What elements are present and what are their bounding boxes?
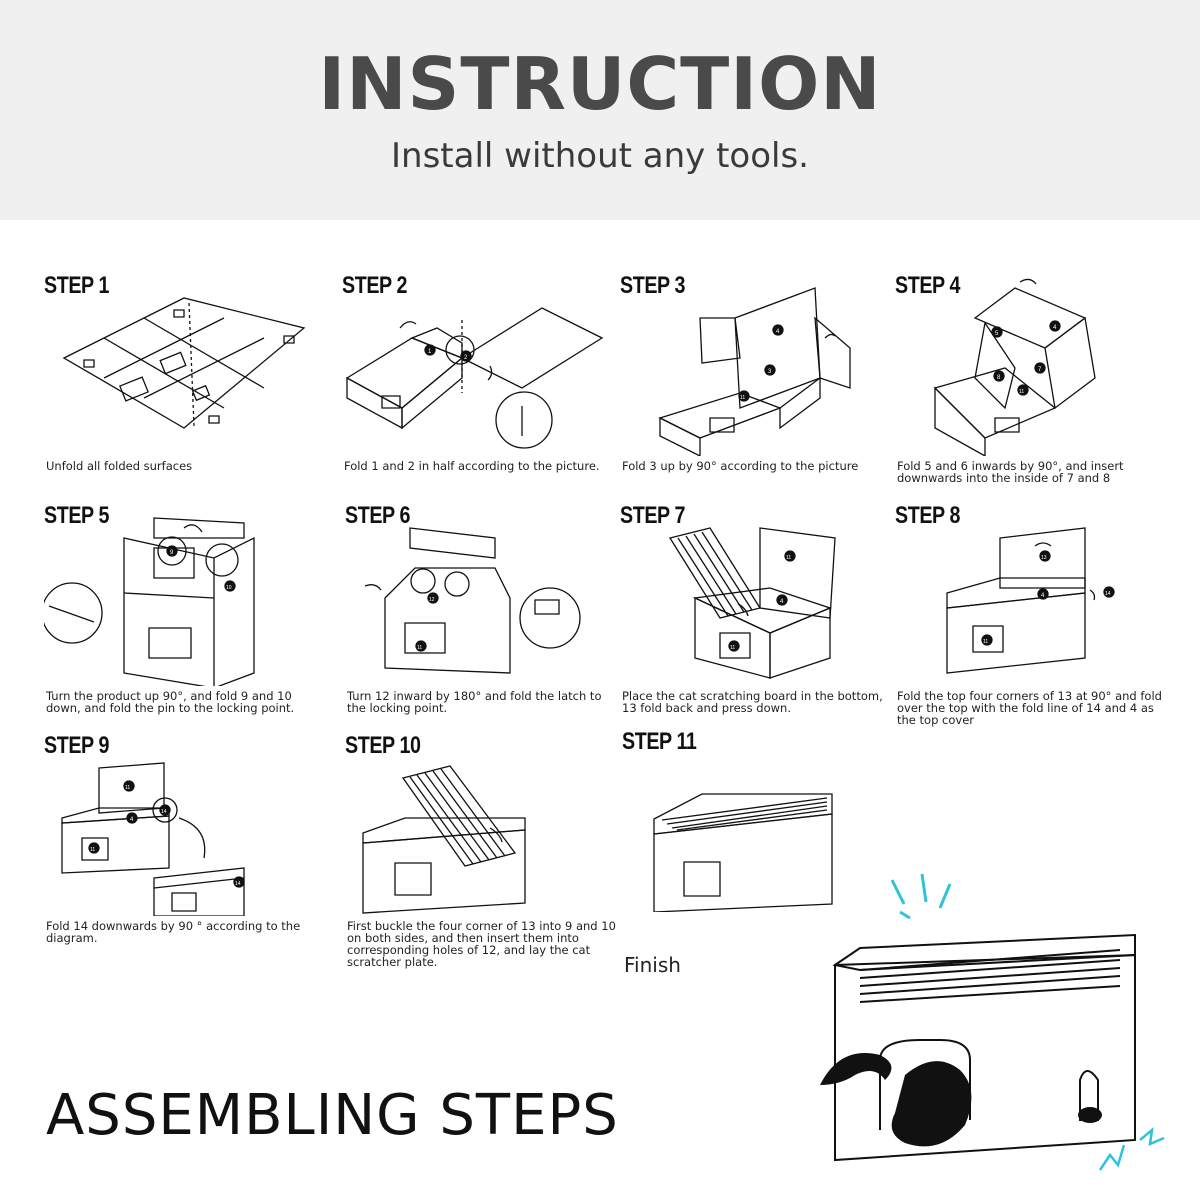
svg-text:4: 4 (780, 599, 784, 605)
fold-3-diagram: 4 3 11 (620, 278, 910, 456)
step-label: STEP 2 (342, 272, 407, 299)
svg-text:14: 14 (235, 881, 241, 887)
step-9: STEP 9 11 4 14 14 11 Fold 14 downwards b… (44, 732, 334, 958)
svg-text:11: 11 (786, 555, 791, 561)
step-caption: Fold 1 and 2 in half according to the pi… (344, 459, 600, 473)
step-2: STEP 2 1 2 Fold 1 and 2 in half accordin… (342, 272, 632, 498)
svg-text:4: 4 (1041, 593, 1045, 599)
svg-text:9: 9 (170, 550, 174, 556)
step-label: STEP 4 (895, 272, 960, 299)
fold-5-6-diagram: 5 4 7 8 11 (895, 278, 1185, 456)
svg-text:4: 4 (776, 329, 780, 335)
step-caption: Fold 5 and 6 inwards by 90°, and insert … (897, 459, 1124, 485)
step-caption: Turn 12 inward by 180° and fold the latc… (347, 689, 602, 715)
svg-text:11: 11 (1019, 389, 1024, 395)
turn-up-diagram: 9 10 (44, 508, 334, 686)
step-label: STEP 11 (622, 728, 697, 755)
svg-text:11: 11 (417, 645, 422, 651)
step-caption: Fold the top four corners of 13 at 90° a… (897, 689, 1162, 727)
step-caption: Unfold all folded surfaces (46, 459, 193, 473)
step-6: STEP 6 12 11 Turn 12 inward by 180° and … (345, 502, 635, 728)
step-5: STEP 5 9 10 Turn the product up 90°, and… (44, 502, 334, 728)
place-scratcher-diagram: 11 4 11 (620, 508, 910, 686)
step-8: STEP 8 13 4 14 11 Fold the top four corn… (895, 502, 1185, 728)
svg-text:14: 14 (1105, 591, 1111, 597)
svg-text:11: 11 (125, 785, 130, 791)
step-caption: Turn the product up 90°, and fold 9 and … (46, 689, 295, 715)
svg-text:11: 11 (730, 645, 735, 651)
step-caption: Fold 3 up by 90° according to the pictur… (622, 459, 859, 473)
step-label: STEP 6 (345, 502, 410, 529)
step-label: STEP 8 (895, 502, 960, 529)
step-7: STEP 7 11 4 11 Place the cat scratching … (620, 502, 910, 728)
fold-14-diagram: 11 4 14 14 11 (44, 738, 334, 916)
svg-text:11: 11 (740, 395, 745, 401)
page-subtitle: Install without any tools. (391, 136, 809, 176)
page-title: INSTRUCTION (318, 42, 882, 126)
turn-12-inward-diagram: 12 11 (345, 508, 635, 686)
step-4: STEP 4 5 4 7 8 11 Fold 5 and 6 inwards b… (895, 272, 1185, 498)
fold-13-diagram: 13 4 14 11 (895, 508, 1185, 686)
step-caption: First buckle the four corner of 13 into … (347, 919, 616, 969)
buckle-corners-diagram (345, 738, 635, 916)
finished-cat-house-illustration (820, 870, 1180, 1190)
step-3: STEP 3 4 3 11 Fold 3 up by 90° according… (620, 272, 910, 498)
svg-text:2: 2 (464, 355, 468, 361)
step-caption: Place the cat scratching board in the bo… (622, 689, 883, 715)
svg-text:4: 4 (1053, 325, 1057, 331)
step-label: STEP 3 (620, 272, 685, 299)
step-label: STEP 1 (44, 272, 109, 299)
svg-text:12: 12 (429, 597, 435, 603)
step-label: STEP 7 (620, 502, 685, 529)
svg-text:7: 7 (1038, 367, 1042, 373)
step-label: STEP 9 (44, 732, 109, 759)
sparkle-icon (892, 874, 950, 918)
svg-text:4: 4 (130, 817, 134, 823)
header-banner: INSTRUCTION Install without any tools. (0, 0, 1200, 220)
step-1: STEP 1 Unfold all folded surfaces (44, 272, 334, 498)
svg-text:11: 11 (983, 639, 988, 645)
assembling-steps-title: ASSEMBLING STEPS (46, 1083, 619, 1148)
svg-text:5: 5 (995, 331, 999, 337)
svg-text:8: 8 (997, 375, 1001, 381)
step-caption: Finish (624, 953, 681, 977)
svg-text:13: 13 (1041, 555, 1047, 561)
svg-text:10: 10 (226, 585, 232, 591)
step-label: STEP 10 (345, 732, 421, 759)
fold-1-2-diagram: 1 2 (342, 278, 632, 456)
unfolded-box-diagram (44, 278, 334, 456)
svg-text:14: 14 (161, 809, 167, 815)
step-10: STEP 10 First buckle the four corner of … (345, 732, 635, 968)
svg-text:3: 3 (768, 369, 772, 375)
svg-text:1: 1 (428, 349, 432, 355)
step-caption: Fold 14 downwards by 90 ° according to t… (46, 919, 301, 945)
step-11: STEP 11 Finish (622, 728, 912, 976)
finished-box-diagram (622, 734, 912, 912)
cat-icon (820, 1053, 1102, 1147)
step-label: STEP 5 (44, 502, 109, 529)
svg-text:11: 11 (90, 847, 95, 853)
